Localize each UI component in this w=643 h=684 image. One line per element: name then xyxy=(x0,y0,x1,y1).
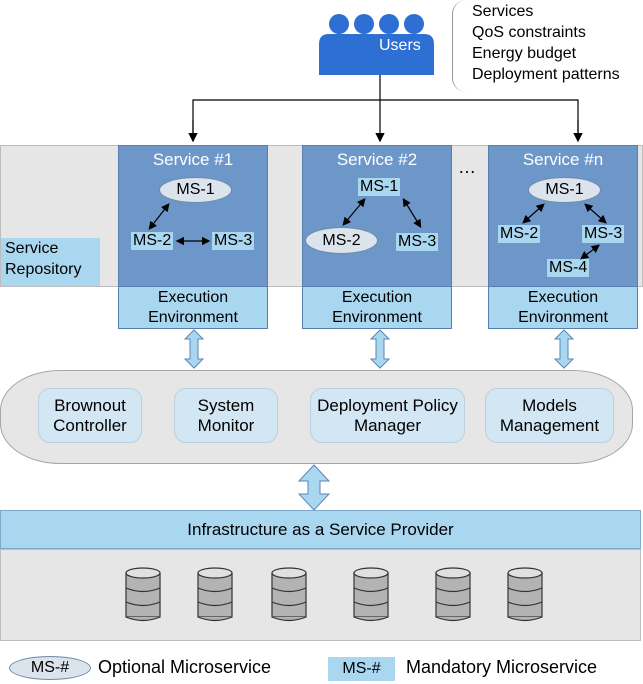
service-repository-label: Service Repository xyxy=(1,238,100,286)
callout-line: Services xyxy=(472,3,534,20)
microservice-mandatory: MS-3 xyxy=(582,225,625,243)
service-1-box: Service #1 xyxy=(118,145,268,287)
brownout-controller: Brownout Controller xyxy=(38,388,142,443)
callout-brace xyxy=(452,0,475,92)
users-icon xyxy=(319,14,434,75)
service-title: Service #1 xyxy=(152,150,234,169)
microservice-optional: MS-1 xyxy=(528,177,601,203)
callout-line: Energy budget xyxy=(472,45,577,62)
users-callout: Services QoS constraints Energy budget D… xyxy=(472,1,620,85)
legend-optional-label: Optional Microservice xyxy=(98,657,272,677)
legend-optional-symbol: MS-# xyxy=(9,656,91,680)
execution-environment: Execution Environment xyxy=(118,286,268,329)
infrastructure-header: Infrastructure as a Service Provider xyxy=(0,510,641,549)
system-monitor: System Monitor xyxy=(174,388,278,443)
models-management: Models Management xyxy=(485,388,614,443)
microservice-optional: MS-1 xyxy=(159,177,232,203)
legend-mandatory-symbol: MS-# xyxy=(328,657,395,681)
microservice-optional: MS-2 xyxy=(305,227,378,254)
users-label: Users xyxy=(379,37,421,54)
execution-environment: Execution Environment xyxy=(302,286,452,329)
service-title: Service #2 xyxy=(336,150,418,169)
deployment-policy-manager: Deployment Policy Manager xyxy=(310,388,465,443)
microservice-mandatory: MS-2 xyxy=(498,225,541,243)
microservice-mandatory: MS-1 xyxy=(358,178,401,196)
legend-mandatory-label: Mandatory Microservice xyxy=(406,657,598,677)
microservice-mandatory: MS-2 xyxy=(131,232,174,250)
execution-environment: Execution Environment xyxy=(488,286,638,329)
service-title: Service #n xyxy=(522,150,604,169)
microservice-mandatory: MS-4 xyxy=(547,259,590,277)
microservice-mandatory: MS-3 xyxy=(396,233,439,251)
services-ellipsis: … xyxy=(458,157,476,177)
microservice-mandatory: MS-3 xyxy=(212,232,255,250)
service-2-box: Service #2 xyxy=(302,145,452,287)
callout-line: QoS constraints xyxy=(472,24,586,41)
callout-line: Deployment patterns xyxy=(472,66,620,83)
